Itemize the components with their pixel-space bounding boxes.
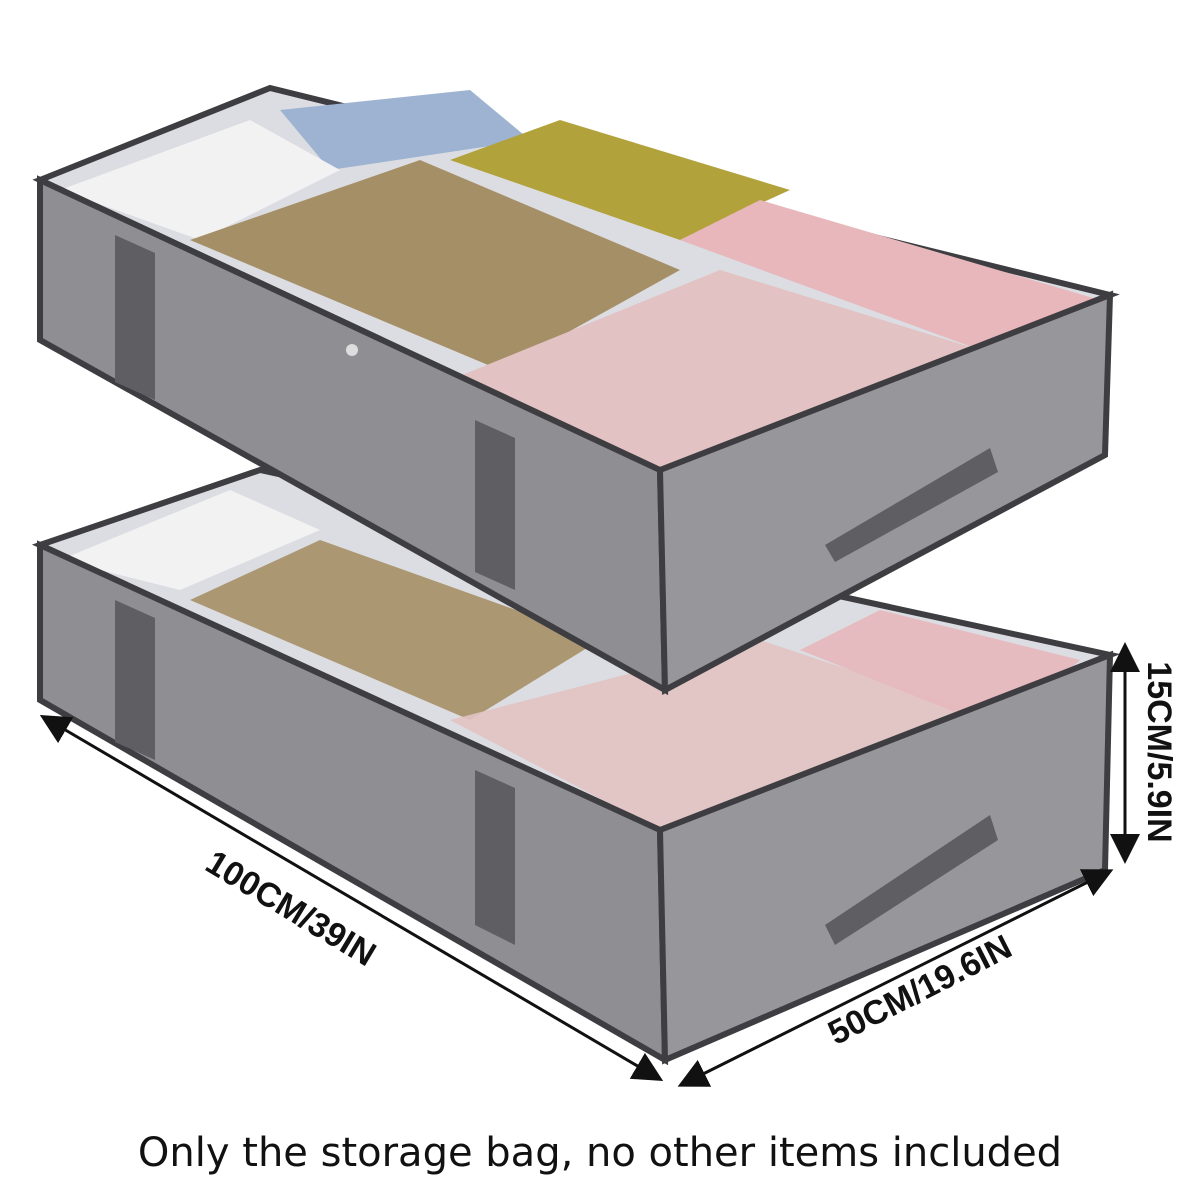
- storage-bag-top: [32, 84, 1120, 696]
- height-label: 15CM/5.9IN: [1140, 661, 1178, 842]
- handle-icon: [825, 448, 998, 562]
- zipper-pull-icon: [346, 344, 358, 356]
- caption: Only the storage bag, no other items inc…: [137, 1130, 1063, 1176]
- length-dimension-line: [39, 714, 664, 1082]
- width-dimension-line: [677, 869, 1114, 1087]
